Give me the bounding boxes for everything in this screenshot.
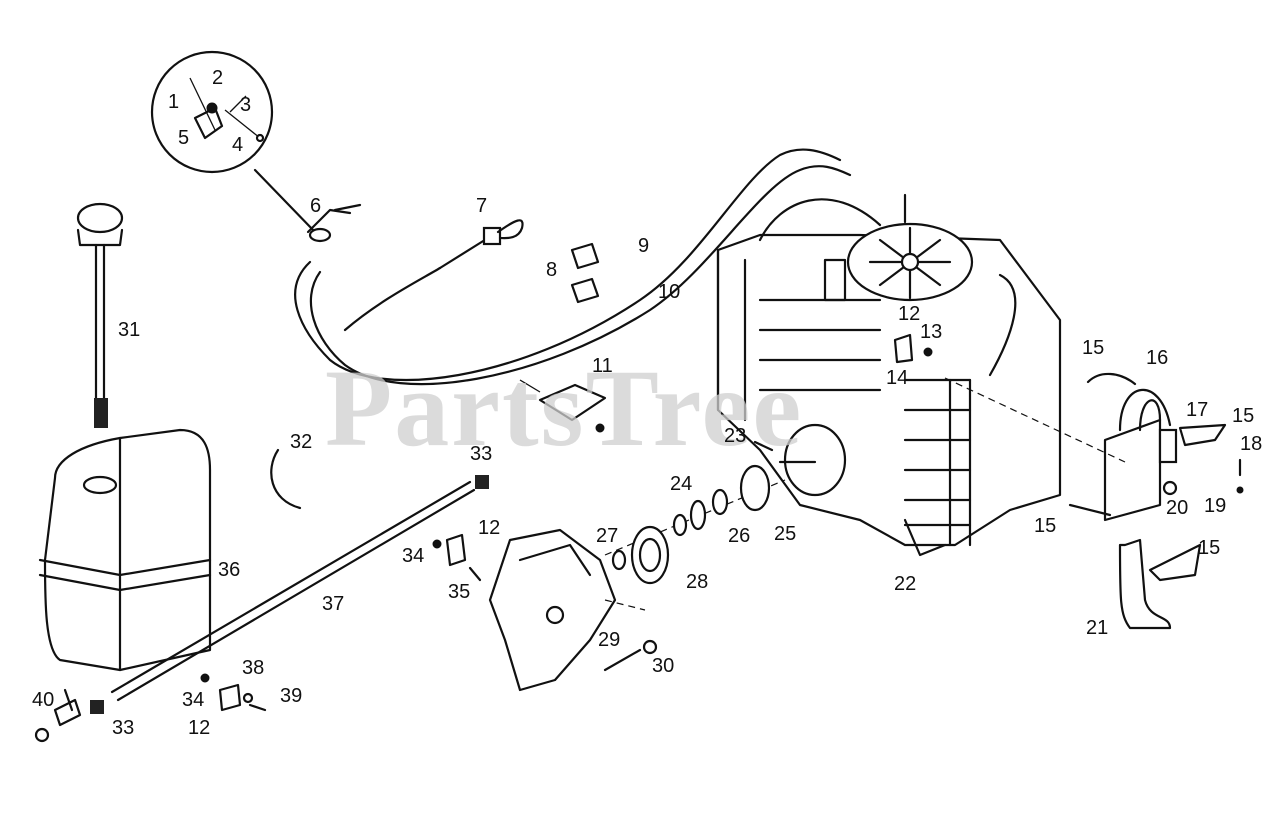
callout-28: 28 [686, 571, 709, 593]
callout-4: 4 [232, 134, 244, 156]
callout-7: 7 [476, 195, 488, 217]
callout-29: 29 [598, 629, 621, 651]
callout-27: 27 [596, 525, 619, 547]
callout-17: 17 [1186, 399, 1209, 421]
muffler [1068, 372, 1172, 630]
callout-19: 19 [1204, 495, 1227, 517]
callout-23: 23 [724, 425, 747, 447]
callout-31: 31 [118, 319, 141, 341]
callout-5: 5 [178, 127, 190, 149]
callout-15-b: 15 [1232, 405, 1255, 427]
callout-35: 35 [448, 581, 471, 603]
callout-6: 6 [310, 195, 322, 217]
callout-9: 9 [638, 235, 650, 257]
callout-15-a: 15 [1082, 337, 1105, 359]
part-6-choke-knob [306, 203, 362, 243]
gear-assembly [611, 464, 771, 585]
callout-8: 8 [546, 259, 558, 281]
fuel-tank [38, 428, 212, 672]
callout-12-top: 12 [898, 303, 921, 325]
callout-16: 16 [1146, 347, 1169, 369]
callout-26: 26 [728, 525, 751, 547]
part-7-throttle [438, 219, 524, 270]
callout-32: 32 [290, 431, 313, 453]
callout-15-c: 15 [1034, 515, 1057, 537]
callout-34-bottom: 34 [182, 689, 205, 711]
clip-12-top [893, 333, 933, 364]
callout-15-d: 15 [1198, 537, 1221, 559]
callout-2: 2 [212, 67, 224, 89]
callout-30: 30 [652, 655, 675, 677]
callout-22: 22 [894, 573, 917, 595]
cables [294, 148, 852, 386]
callout-38: 38 [242, 657, 265, 679]
callout-13: 13 [920, 321, 943, 343]
part-8-clips [570, 242, 600, 304]
fittings [34, 475, 489, 743]
callout-20: 20 [1166, 497, 1189, 519]
mounting-bracket [488, 528, 617, 692]
detail-inset [150, 50, 317, 234]
callout-34-mid: 34 [402, 545, 425, 567]
callout-39: 39 [280, 685, 303, 707]
callout-12-bottom: 12 [188, 717, 211, 739]
callout-37: 37 [322, 593, 345, 615]
callout-12-mid: 12 [478, 517, 501, 539]
fuel-gauge [76, 202, 124, 428]
muffler-hardware [1148, 423, 1244, 582]
callout-24: 24 [670, 473, 693, 495]
callout-14: 14 [886, 367, 909, 389]
engine [716, 193, 1062, 557]
callout-3: 3 [240, 94, 252, 116]
callout-33-top: 33 [470, 443, 493, 465]
fuel-line [110, 480, 476, 702]
part-11-bracket [519, 379, 607, 433]
clamp-hardware [200, 533, 482, 712]
part-23-pin [753, 440, 774, 452]
callout-21: 21 [1086, 617, 1109, 639]
callout-18: 18 [1240, 433, 1263, 455]
callout-10: 10 [658, 281, 681, 303]
callout-11: 11 [592, 355, 613, 377]
part-32-clip [270, 448, 302, 510]
callout-33-bottom: 33 [112, 717, 135, 739]
callout-1: 1 [168, 91, 180, 113]
callout-40: 40 [32, 689, 55, 711]
bolt-29 [603, 639, 658, 672]
callout-25: 25 [774, 523, 797, 545]
callout-36: 36 [218, 559, 241, 581]
